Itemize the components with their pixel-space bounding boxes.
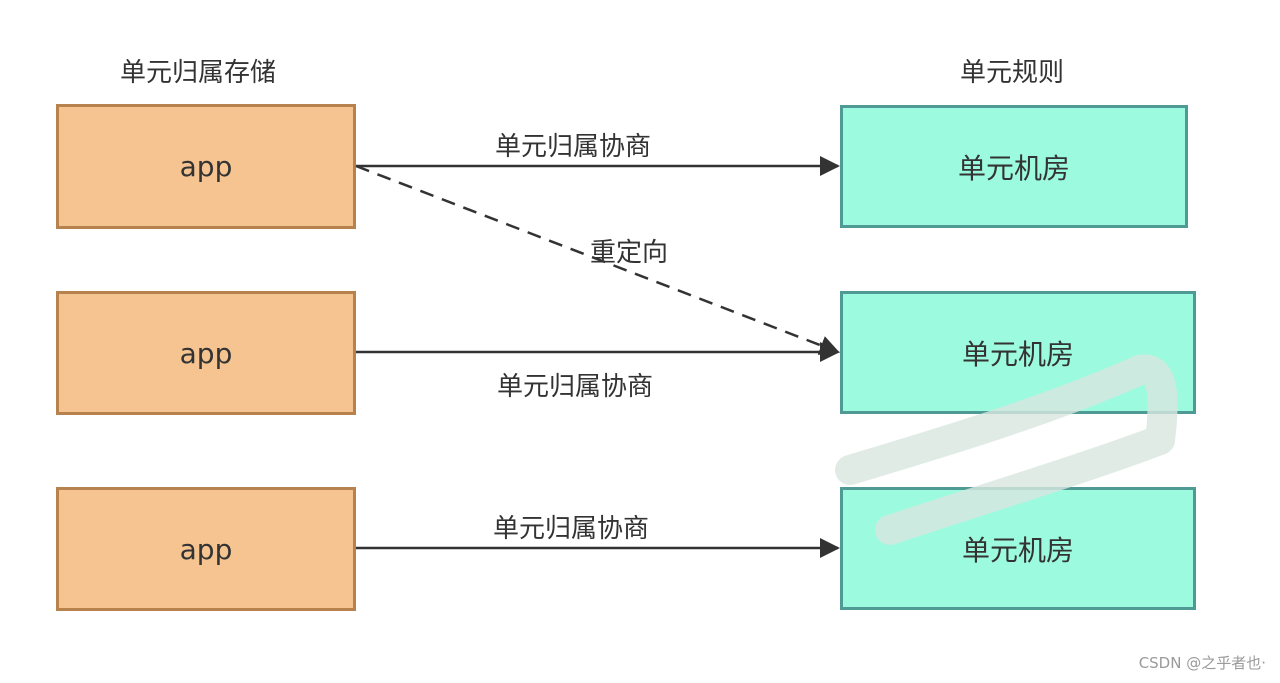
watermark: CSDN @之乎者也· xyxy=(1138,654,1266,672)
target-node-label: 单元机房 xyxy=(957,151,1070,185)
edge-label-negotiate: 单元归属协商 xyxy=(493,514,650,544)
edge-redirect xyxy=(355,164,840,355)
source-node-app[interactable]: app xyxy=(56,487,356,611)
target-node-unit-room[interactable]: 单元机房 xyxy=(840,487,1196,610)
right-column-header: 单元规则 xyxy=(960,58,1065,88)
target-node-label: 单元机房 xyxy=(961,337,1074,371)
edge-label-negotiate: 单元归属协商 xyxy=(497,372,654,402)
target-node-label: 单元机房 xyxy=(961,533,1074,567)
scribble-mark xyxy=(835,354,1178,545)
edge-label-redirect: 重定向 xyxy=(590,238,669,268)
source-node-app[interactable]: app xyxy=(56,104,356,229)
target-node-unit-room[interactable]: 单元机房 xyxy=(840,291,1196,414)
source-node-label: app xyxy=(179,336,233,370)
edge-label-negotiate: 单元归属协商 xyxy=(495,132,652,162)
source-node-label: app xyxy=(179,150,233,183)
target-node-unit-room[interactable]: 单元机房 xyxy=(840,105,1188,228)
source-node-app[interactable]: app xyxy=(56,291,356,415)
left-column-header: 单元归属存储 xyxy=(120,58,277,88)
source-node-label: app xyxy=(179,532,233,566)
